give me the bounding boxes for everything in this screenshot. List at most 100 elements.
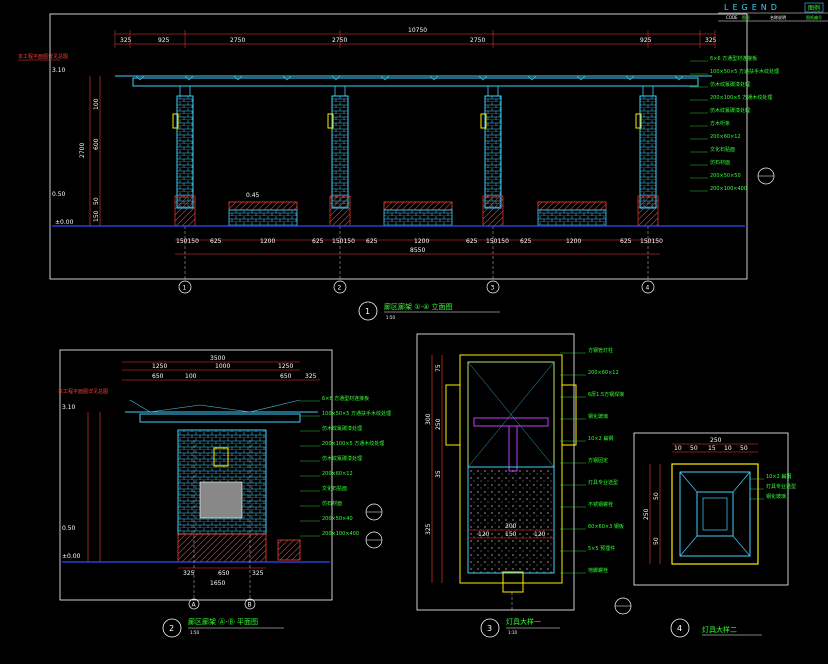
legend-title: LEGEND xyxy=(724,3,781,12)
columns xyxy=(172,85,659,280)
v3-crossbar xyxy=(473,417,549,427)
annotation: 方钢固定 xyxy=(588,457,608,464)
axis-label: A xyxy=(192,602,197,609)
axis-label: 2 xyxy=(338,285,342,292)
v2-lamp xyxy=(213,447,229,467)
view1-scale: 1:50 xyxy=(386,315,395,320)
v1-top-dim: 2750 xyxy=(470,37,485,44)
annotation: 文化石贴面 xyxy=(322,485,347,492)
annotation: 200×50×50 xyxy=(710,173,741,179)
v2-level: 0.50 xyxy=(62,525,76,532)
purlin xyxy=(380,75,390,81)
legend-code: CODE xyxy=(726,15,738,20)
v3-stem xyxy=(508,425,518,472)
v1-bottom-dim: 1200 xyxy=(414,238,429,245)
annotation: 200×50×40 xyxy=(322,516,353,522)
annotation: 200×60×12 xyxy=(588,370,619,376)
axis-bubble xyxy=(178,280,192,294)
purlin xyxy=(135,75,145,81)
v4-dim: 250 xyxy=(710,437,722,444)
v1-top-dim: 325 xyxy=(705,37,717,44)
column-cap xyxy=(334,85,346,97)
annotation: 方钢管灯柱 xyxy=(588,347,613,354)
v4-diagonal xyxy=(679,535,698,557)
annotation: 钢化玻璃 xyxy=(588,413,608,420)
v2-bottom-total: 1650 xyxy=(210,580,225,587)
v3-dim: 120 xyxy=(534,531,546,538)
v2-top-dim: 1250 xyxy=(152,363,167,370)
view2-number-circle xyxy=(162,618,182,638)
annotation: 6厚1.5方钢焊接 xyxy=(588,391,624,398)
v1-top-dim: 325 xyxy=(120,37,132,44)
seats xyxy=(228,201,607,227)
v1-left-dim: 600 xyxy=(93,138,100,150)
v4-dim: 50 xyxy=(653,537,660,545)
view4-frame xyxy=(633,432,789,586)
v1-bottom-dim: 150150 xyxy=(486,238,509,245)
view2-scale: 1:50 xyxy=(190,630,199,635)
v1-bottom-dim: 1200 xyxy=(566,238,581,245)
purlin xyxy=(233,75,243,81)
annotation: 仿木纹氟碳漆处理 xyxy=(710,81,750,88)
view4-title: 灯具大样二 xyxy=(702,625,737,634)
v4-dim: 15 xyxy=(708,445,716,452)
v3-dim: 35 xyxy=(435,470,442,478)
level-mark: ±0.00 xyxy=(55,219,74,226)
legend-drawing-no: 图纸编号 xyxy=(806,14,822,20)
v1-left-dim: 50 xyxy=(93,197,100,205)
v1-bottom-dim: 150150 xyxy=(332,238,355,245)
v1-top-dim: 2750 xyxy=(230,37,245,44)
purlin xyxy=(674,75,684,81)
v3-dim: 250 xyxy=(435,418,442,430)
column-cap xyxy=(487,85,499,97)
purlin xyxy=(576,75,586,81)
annotation: 10×2 扁钢 xyxy=(588,435,613,442)
axis-bubble xyxy=(486,280,500,294)
legend-tag-box xyxy=(804,2,824,13)
v3-glass-diagonal xyxy=(467,361,555,468)
column xyxy=(176,95,194,209)
view3-scale: 1:10 xyxy=(508,630,517,635)
view2-side-elevation: 3500 1250 1000 1250 650 100 650 325 3.10… xyxy=(58,349,391,638)
v1-bottom-dim: 150150 xyxy=(640,238,663,245)
v1-bottom-dim: 625 xyxy=(520,238,532,245)
v4-frame-inner xyxy=(679,471,751,557)
column-base xyxy=(174,195,196,227)
seat-level: 0.45 xyxy=(246,192,260,199)
view4-number-circle xyxy=(670,618,690,638)
v1-left-dim: 150 xyxy=(93,210,100,222)
column-cap xyxy=(179,85,191,97)
view3-number-circle xyxy=(480,618,500,638)
seat-top xyxy=(537,201,607,211)
seat-top xyxy=(228,201,298,211)
v4-dim: 250 xyxy=(643,508,650,520)
axis-bubble-b xyxy=(244,598,256,610)
annotation: 5×5 预埋件 xyxy=(588,545,615,552)
purlin xyxy=(625,75,635,81)
column-lamp xyxy=(172,113,179,129)
annotation: 仿木纹氟碳漆处理 xyxy=(710,107,750,114)
v3-base xyxy=(467,466,555,574)
purlin xyxy=(429,75,439,81)
axis-label: 4 xyxy=(646,285,650,292)
column-cap xyxy=(642,85,654,97)
view3-title: 灯具大样一 xyxy=(506,617,541,626)
annotation: 100×50×5 方通扶手木纹处理 xyxy=(322,410,391,417)
view3-lamp-detail-1: 300 325 75 250 35 300 120 150 120 方钢管灯柱2… xyxy=(416,333,632,638)
column-base xyxy=(637,195,659,227)
column-base xyxy=(482,195,504,227)
v3-footing xyxy=(502,571,524,593)
v4-dim: 10 xyxy=(674,445,682,452)
column-lamp xyxy=(480,113,487,129)
v3-bracket-right xyxy=(561,384,577,446)
purlins xyxy=(135,75,684,81)
axis-label: 3 xyxy=(491,285,495,292)
seat-body xyxy=(537,209,607,227)
v2-top-dim2: 650 xyxy=(280,373,292,380)
v1-bottom-dim: 625 xyxy=(366,238,378,245)
